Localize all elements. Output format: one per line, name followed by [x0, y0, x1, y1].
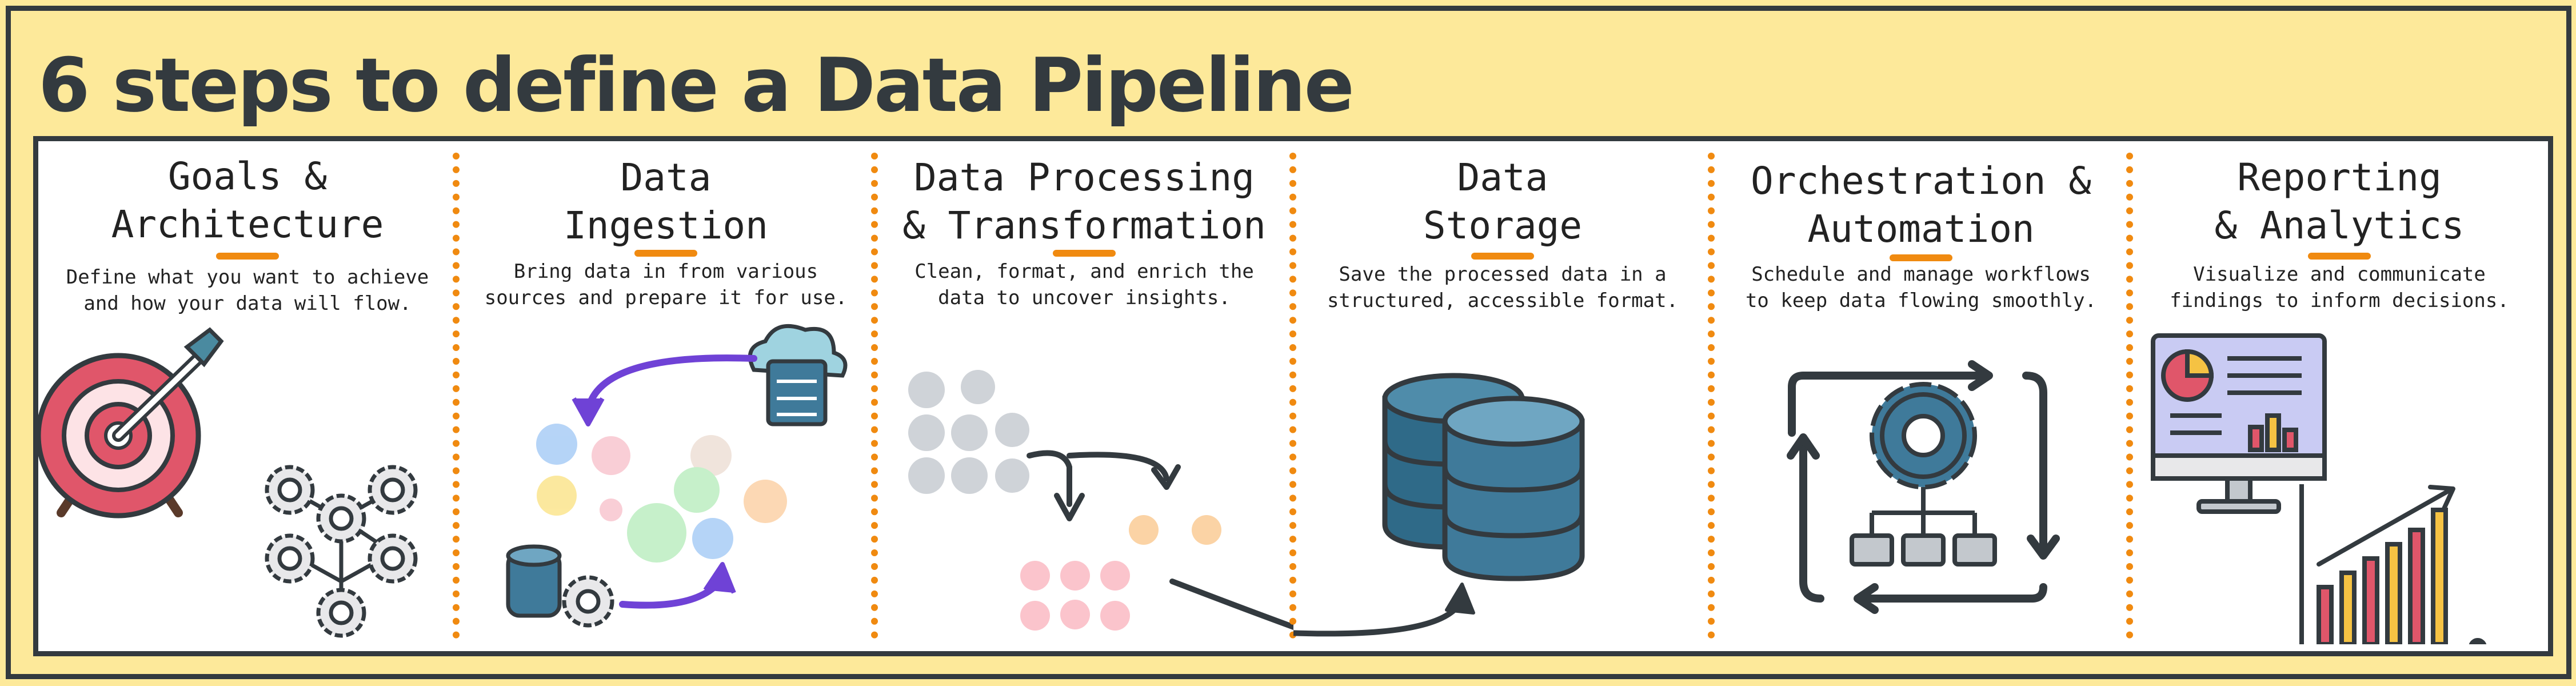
data-dots-icon [908, 370, 1293, 631]
heading-underline [634, 250, 697, 257]
step-reporting-analytics: Reporting & Analytics Visualize and comm… [2130, 141, 2549, 651]
step-goals-architecture: Goals & Architecture Define what you wan… [38, 141, 457, 651]
step-orchestration: Orchestration & Automation Schedule and … [1712, 141, 2130, 651]
step-heading: Goals & Architecture [111, 154, 384, 246]
step-description: Save the processed data in a structured,… [1327, 263, 1679, 312]
page-title: 6 steps to define a Data Pipeline [38, 42, 1355, 129]
dashboard-chart-icon [2151, 333, 2487, 644]
target-icon [38, 327, 418, 638]
step-heading: Orchestration & Automation [1750, 159, 2092, 251]
step-data-storage: Data Storage Save the processed data in … [1293, 141, 1712, 651]
column-divider [1289, 153, 1296, 639]
heading-underline [1471, 253, 1534, 260]
heading-underline [1890, 254, 1952, 261]
heading-underline [2308, 253, 2371, 260]
ingestion-illustration [506, 324, 848, 628]
cloud-server-icon [748, 324, 848, 426]
step-heading: Data Ingestion [564, 155, 768, 248]
step-description: Schedule and manage workflows to keep da… [1745, 263, 2097, 312]
heading-underline [216, 253, 279, 260]
step-description: Bring data in from various sources and p… [484, 260, 848, 309]
column-divider [2126, 153, 2133, 639]
step-data-processing: Data Processing & Transformation Clean, … [875, 141, 1293, 651]
heading-underline [1053, 250, 1116, 257]
steps-panel: Goals & Architecture Define what you wan… [33, 136, 2553, 656]
step-description: Visualize and communicate findings to in… [2170, 263, 2509, 312]
database-icon [1293, 373, 1585, 637]
column-divider [871, 153, 878, 639]
color-dots [536, 424, 787, 563]
column-divider [453, 153, 460, 639]
step-heading: Reporting & Analytics [2214, 155, 2465, 248]
gear-network-icon [265, 465, 418, 638]
step-heading: Data Processing & Transformation [902, 155, 1266, 248]
gear-workflow-icon [1787, 360, 2060, 614]
step-description: Define what you want to achieve and how … [66, 266, 429, 315]
step-description: Clean, format, and enrich the data to un… [914, 260, 1254, 309]
step-data-ingestion: Data Ingestion Bring data in from variou… [457, 141, 875, 651]
column-divider [1708, 153, 1715, 639]
step-heading: Data Storage [1423, 155, 1583, 248]
database-gear-icon [506, 544, 614, 628]
